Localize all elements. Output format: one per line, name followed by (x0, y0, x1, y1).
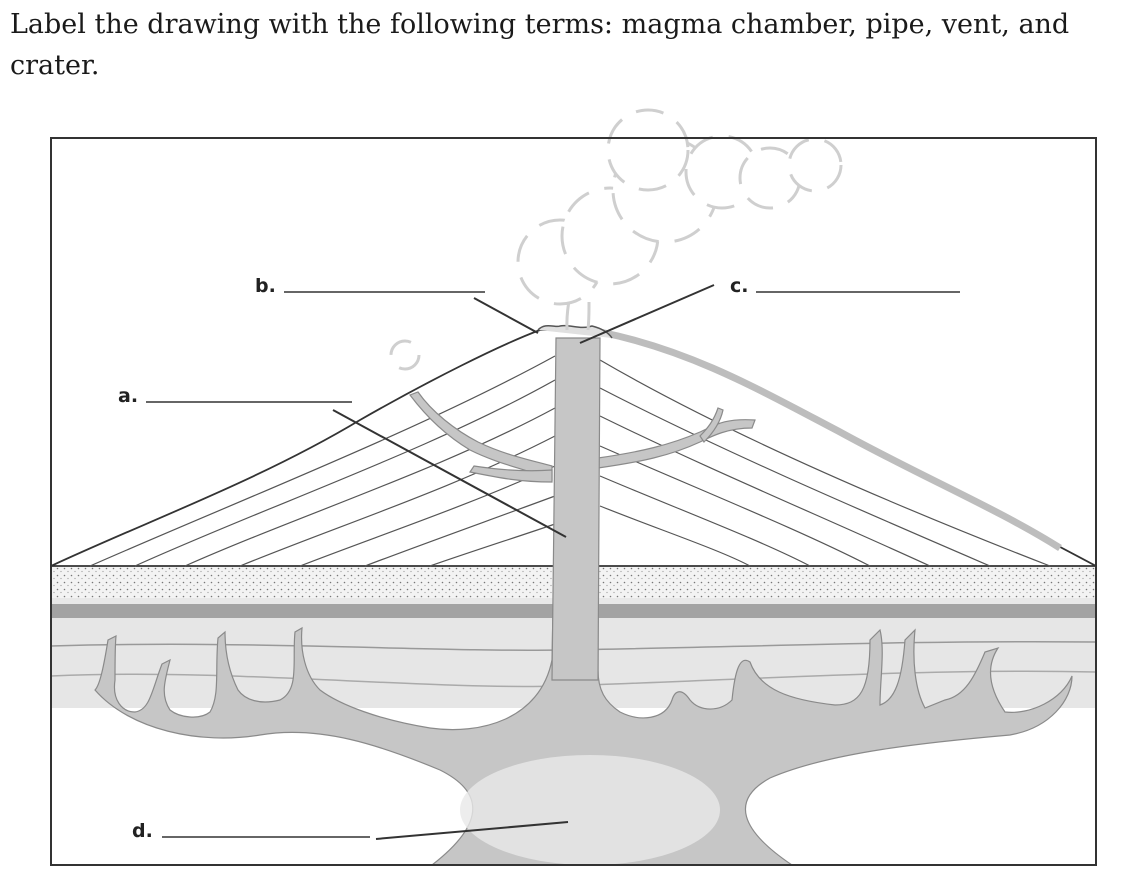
side-branch (699, 407, 724, 443)
magma-pipe (551, 337, 601, 681)
label-b: b. (255, 275, 276, 297)
cone-ash-edge (599, 328, 1062, 551)
label-a: a. (118, 385, 138, 407)
label-a-leader (332, 409, 567, 538)
instructions-text: Label the drawing with the following ter… (10, 9, 1070, 81)
chamber-glow (460, 755, 720, 865)
crater-rim (537, 324, 613, 339)
side-branch (409, 391, 553, 481)
label-d-leader (375, 821, 569, 840)
smoke-plume (389, 108, 843, 371)
side-branch (469, 465, 553, 483)
label-c: c. (730, 275, 748, 297)
side-branch (597, 419, 756, 469)
label-c-leader (579, 284, 715, 344)
label-b-leader (473, 297, 539, 334)
diagram-frame (50, 137, 1097, 866)
label-d: d. (132, 820, 153, 842)
